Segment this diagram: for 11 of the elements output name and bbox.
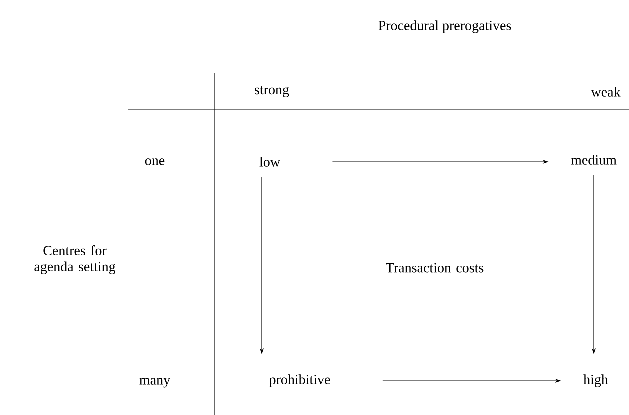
axis-title: Procedural prerogatives [378,20,512,34]
label: one [145,158,165,166]
cell-value: low [260,157,280,167]
label: many [140,378,170,388]
label: Centres for agenda setting [34,246,116,274]
cell-value: medium [571,155,617,165]
label: Transaction costs [386,263,484,273]
label: strong [255,86,290,98]
cell-value: high [584,374,608,388]
label: weak [591,87,621,97]
cell-value: prohibitive [270,374,330,388]
